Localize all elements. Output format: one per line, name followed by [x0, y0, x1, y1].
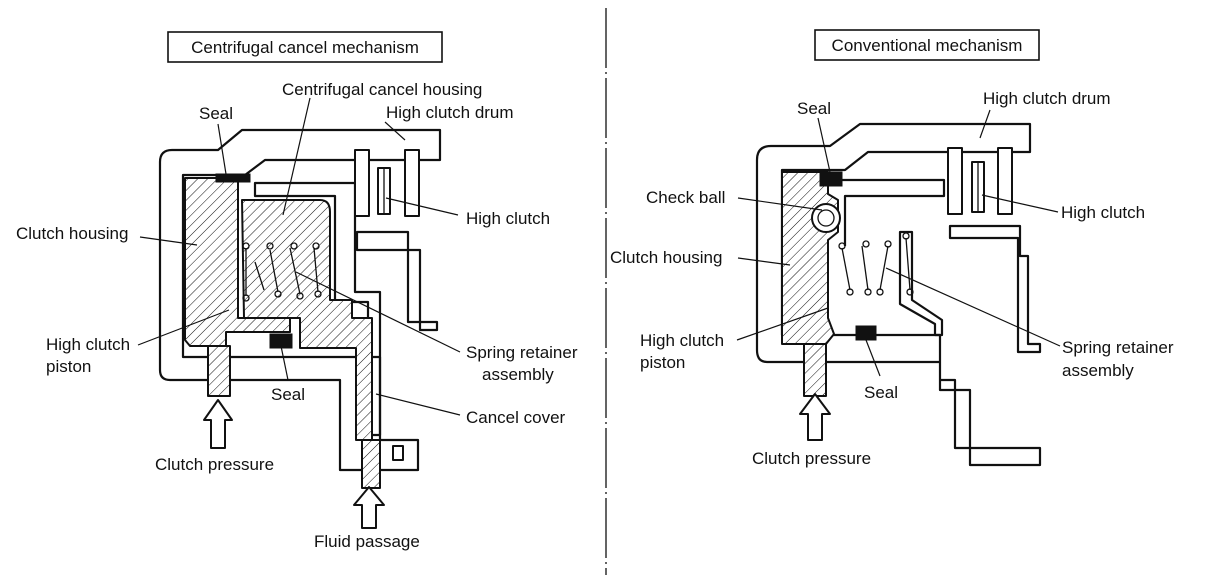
right-clutch-housing-label: Clutch housing	[610, 248, 722, 267]
right-piston-plate	[840, 178, 946, 246]
right-high-clutch-piston	[781, 171, 839, 345]
right-spring-label-1: Spring retainer	[1062, 338, 1174, 357]
left-high-clutch-piston	[184, 177, 291, 347]
right-high-clutch-plates	[947, 147, 1042, 354]
left-piston-rod	[207, 345, 231, 397]
right-spring-retainer	[898, 230, 944, 337]
left-fluid-rod	[361, 439, 381, 489]
left-return-springs	[242, 242, 322, 302]
left-leader-lines	[137, 97, 461, 416]
left-clutch-pressure-label: Clutch pressure	[155, 455, 274, 474]
left-seal-top	[215, 173, 251, 183]
right-clutch-pressure-arrow	[799, 393, 831, 441]
left-seal-bottom	[269, 333, 293, 349]
left-high-clutch-drum-label: High clutch drum	[386, 103, 514, 122]
right-leader-lines	[736, 109, 1061, 377]
left-seal-top-label: Seal	[199, 104, 233, 123]
right-high-clutch-drum-label: High clutch drum	[983, 89, 1111, 108]
right-spring-label-2: assembly	[1062, 361, 1134, 380]
left-high-clutch-drum	[158, 128, 442, 472]
right-title-box	[814, 29, 1040, 61]
right-title: Conventional mechanism	[832, 36, 1023, 55]
left-cancel-housing	[241, 199, 373, 441]
left-title-box	[167, 31, 443, 63]
left-spring-label-2: assembly	[482, 365, 554, 384]
right-seal-bottom	[855, 325, 877, 341]
left-fluid-plug	[392, 445, 404, 461]
left-piston-label-1: High clutch	[46, 335, 130, 354]
left-spring-label-1: Spring retainer	[466, 343, 578, 362]
right-return-springs	[838, 232, 914, 296]
right-high-clutch-label: High clutch	[1061, 203, 1145, 222]
left-high-clutch-plates	[354, 149, 439, 332]
left-panel: Centrifugal cancel mechanism	[16, 31, 578, 551]
left-clutch-pressure-arrow	[203, 399, 233, 449]
right-check-ball-label: Check ball	[646, 188, 725, 207]
right-seal-top	[819, 171, 843, 187]
left-high-clutch-label: High clutch	[466, 209, 550, 228]
right-piston-label-2: piston	[640, 353, 685, 372]
right-piston-label-1: High clutch	[640, 331, 724, 350]
left-seal-bottom-label: Seal	[271, 385, 305, 404]
left-cancel-housing-label: Centrifugal cancel housing	[282, 80, 482, 99]
left-fluid-passage-label: Fluid passage	[314, 532, 420, 551]
right-clutch-pressure-label: Clutch pressure	[752, 449, 871, 468]
right-seal-bottom-label: Seal	[864, 383, 898, 402]
left-clutch-housing-label: Clutch housing	[16, 224, 128, 243]
right-piston-rod	[803, 343, 827, 397]
right-seal-top-label: Seal	[797, 99, 831, 118]
left-piston-label-2: piston	[46, 357, 91, 376]
right-check-ball	[811, 203, 841, 233]
left-title: Centrifugal cancel mechanism	[191, 38, 419, 57]
left-fluid-passage-arrow	[353, 486, 385, 529]
right-panel: Conventional mechanism	[610, 29, 1174, 468]
left-cancel-cover-label: Cancel cover	[466, 408, 566, 427]
